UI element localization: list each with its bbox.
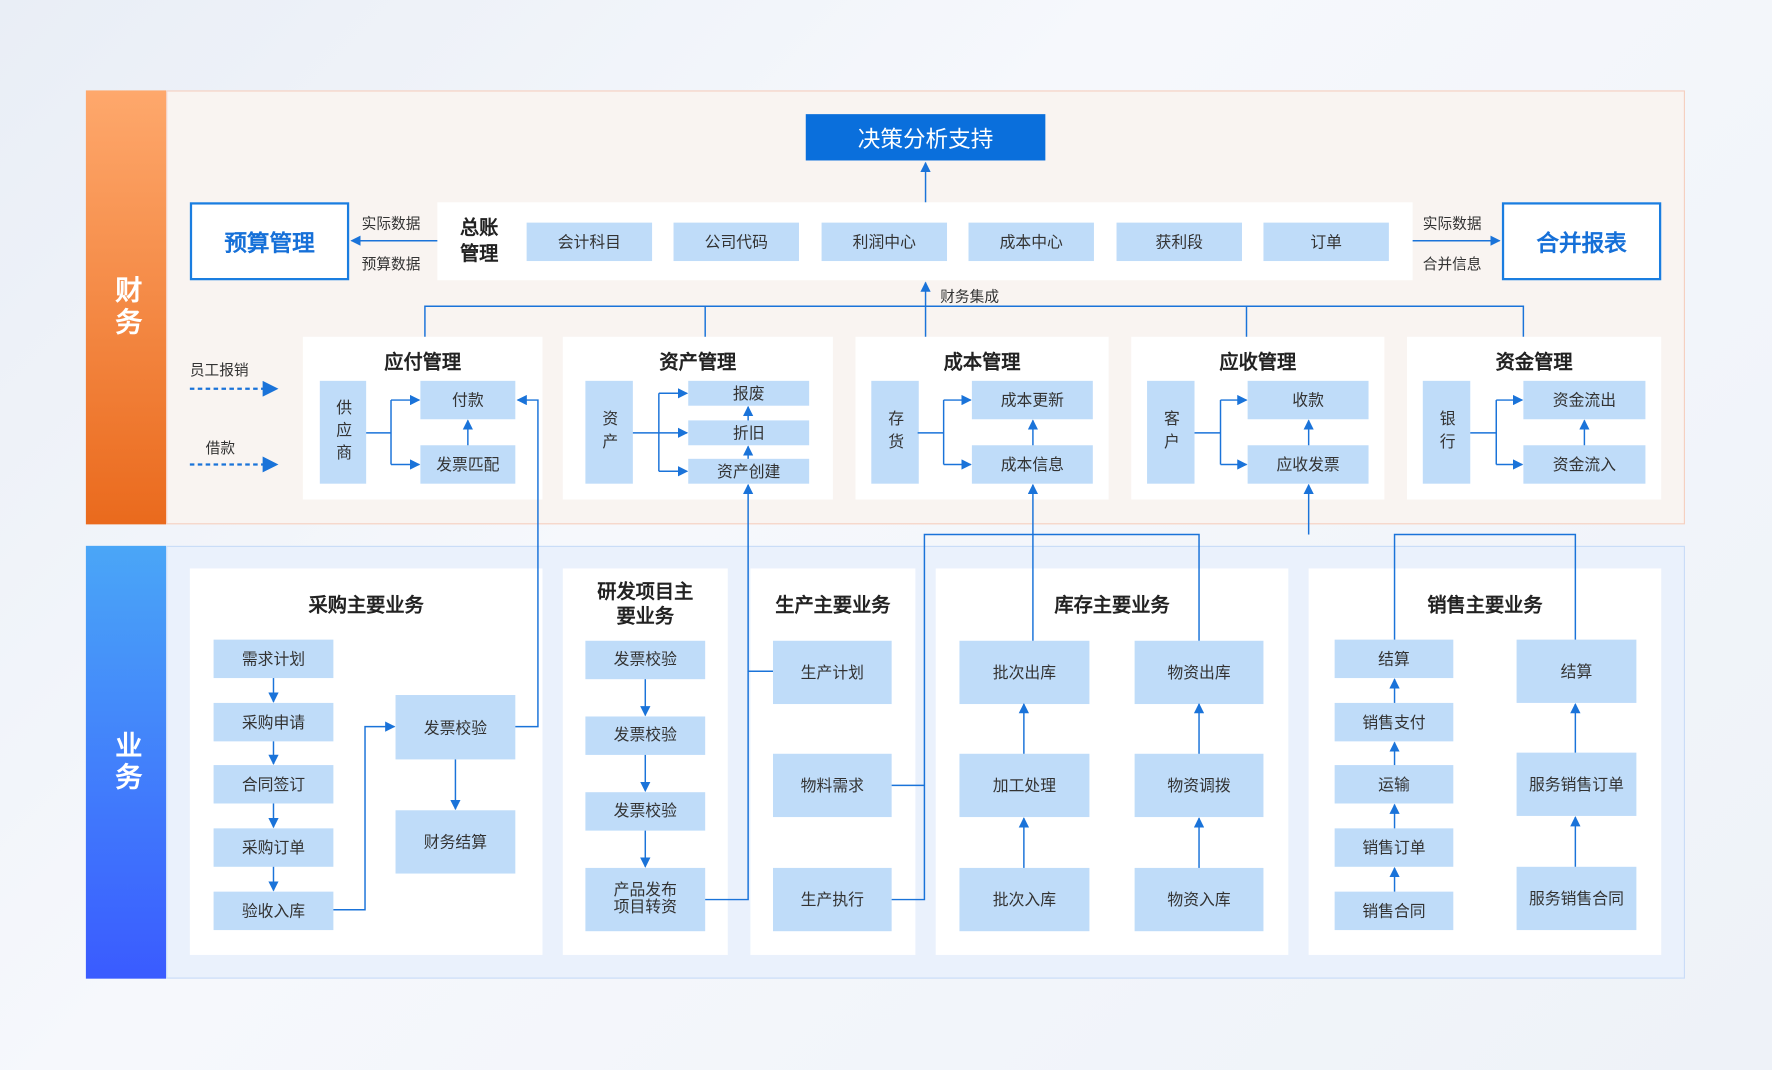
sales-step: 结算: [1334, 639, 1454, 679]
production-step: 物料需求: [772, 753, 892, 818]
gl-item: 公司代码: [673, 222, 799, 262]
gl-item: 利润中心: [821, 222, 948, 262]
module-source-box: 客户: [1147, 380, 1195, 484]
purchase-step: 需求计划: [213, 639, 334, 679]
module-item: 应收发票: [1247, 445, 1369, 484]
connector: [333, 721, 396, 911]
module-item: 资金流入: [1523, 445, 1646, 484]
sales-step: 销售合同: [1334, 891, 1454, 931]
connector: [424, 305, 1525, 337]
module-item: 付款: [420, 380, 516, 420]
module-item: 资金流出: [1523, 380, 1646, 420]
module-item: 资产创建: [688, 458, 810, 484]
module-title: 资金管理: [1495, 350, 1573, 374]
finance-band-label: 财务: [85, 90, 167, 525]
module-item: 报废: [688, 380, 810, 406]
finance-integration-label: 财务集成: [940, 289, 1000, 307]
budget-management-box: 预算管理: [189, 202, 350, 281]
module-item: 折旧: [688, 420, 810, 446]
module-source-box: 存货: [871, 380, 919, 484]
purchase-step: 采购订单: [213, 828, 334, 867]
purchase-step: 验收入库: [213, 891, 334, 931]
module-title: 资产管理: [659, 350, 737, 374]
module-item: 收款: [1247, 380, 1369, 420]
gl-item: 订单: [1263, 222, 1389, 262]
business-band-label: 业务: [85, 545, 167, 979]
general-ledger-title: 总账管理: [459, 216, 499, 266]
rd-step: 发票校验: [585, 640, 706, 680]
business-label-text: 业务: [110, 730, 142, 794]
module-item: 成本更新: [971, 380, 1093, 420]
purchase-step: 合同签订: [213, 765, 334, 804]
module-source-box: 供应商: [319, 380, 367, 484]
purchase-invoice-check: 发票校验: [395, 695, 516, 760]
gl-item: 会计科目: [526, 222, 653, 262]
connector: [515, 394, 539, 728]
service-sales-step: 结算: [1516, 639, 1637, 703]
module-title: 应收管理: [1219, 350, 1297, 374]
inventory-step: 加工处理: [959, 753, 1090, 818]
module-source-box: 银行: [1422, 380, 1471, 484]
decision-support-box: 决策分析支持: [805, 114, 1046, 161]
consolidated-report-box: 合并报表: [1501, 202, 1662, 281]
gl-item: 成本中心: [968, 222, 1094, 262]
inventory-step: 物资入库: [1134, 867, 1264, 932]
purchase-settlement: 财务结算: [395, 810, 516, 874]
inventory-step: 物资出库: [1134, 640, 1264, 705]
loan-label: 借款: [205, 440, 236, 458]
production-step: 生产执行: [772, 867, 892, 932]
finance-label-text: 财务: [110, 275, 142, 340]
module-title: 成本管理: [943, 350, 1021, 374]
connector: [1393, 533, 1577, 640]
sales-step: 销售支付: [1334, 702, 1454, 742]
sales-step: 运输: [1334, 765, 1454, 804]
module-item: 成本信息: [971, 445, 1093, 484]
connector: [891, 533, 1200, 901]
actual-data-label-left: 实际数据: [361, 215, 421, 233]
purchase-title: 采购主要业务: [308, 593, 424, 617]
production-title: 生产主要业务: [775, 593, 891, 617]
module-source-box: 资产: [585, 380, 633, 484]
sales-title: 销售主要业务: [1427, 593, 1543, 617]
inventory-title: 库存主要业务: [1054, 593, 1170, 617]
actual-data-label-right: 实际数据: [1422, 215, 1482, 233]
module-title: 应付管理: [384, 350, 462, 374]
rd-step: 发票校验: [585, 716, 706, 755]
inventory-step: 物资调拨: [1134, 753, 1264, 818]
rd-step: 发票校验: [585, 792, 706, 831]
rd-step: 产品发布项目转资: [585, 867, 706, 932]
inventory-step: 批次出库: [959, 640, 1090, 705]
employee-reimbursement-label: 员工报销: [189, 362, 249, 380]
module-item: 发票匹配: [420, 445, 516, 484]
connector: [705, 483, 754, 901]
rd-title: 研发项目主要业务: [597, 580, 694, 629]
business-panel-purchase: [189, 568, 543, 955]
production-step: 生产计划: [772, 640, 892, 705]
budget-data-label: 预算数据: [361, 256, 421, 274]
service-sales-step: 服务销售合同: [1516, 866, 1637, 931]
consolidation-info-label: 合并信息: [1422, 256, 1482, 274]
sales-step: 销售订单: [1334, 828, 1454, 867]
inventory-step: 批次入库: [959, 867, 1090, 932]
purchase-step: 采购申请: [213, 702, 334, 742]
gl-item: 获利段: [1116, 222, 1242, 262]
service-sales-step: 服务销售订单: [1516, 752, 1637, 816]
